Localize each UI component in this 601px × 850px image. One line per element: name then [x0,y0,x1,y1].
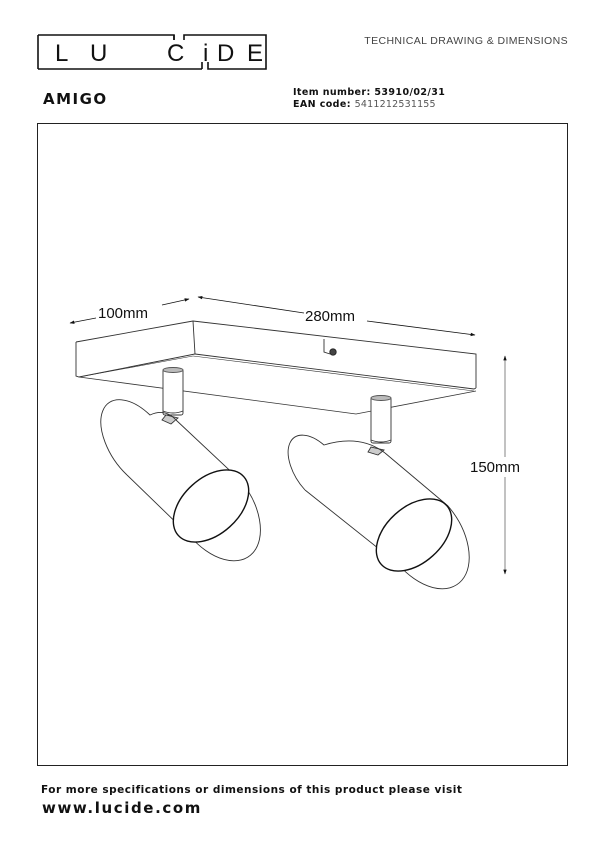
document-type-label: TECHNICAL DRAWING & DIMENSIONS [364,35,568,47]
ean-value: 5411212531155 [354,99,436,110]
dimension-depth-label: 100mm [98,305,148,322]
product-meta: Item number: 53910/02/31 EAN code: 54112… [293,87,445,111]
logo-letter: C [167,40,184,67]
logo-letter: i [203,40,208,67]
dimension-height: 150mm [470,355,520,575]
lucide-logo: L U C i D E [37,34,267,70]
footer-website-link[interactable]: www.lucide.com [42,799,202,817]
item-number-row: Item number: 53910/02/31 [293,87,445,99]
ean-label: EAN code [293,99,347,110]
item-number-value: 53910/02/31 [374,87,446,98]
label-colon: : [366,87,375,98]
logo-letter: E [247,40,263,67]
spotlight-left-icon [100,367,261,562]
logo-letter: U [90,40,107,67]
dimension-depth: 100mm [69,298,190,324]
dimension-width-label: 280mm [305,308,355,325]
drawing-frame [37,123,568,766]
logo-letter: D [217,40,234,67]
dimension-height-label: 150mm [470,459,520,476]
spotlight-right-icon [287,395,470,590]
item-number-label: Item number [293,87,367,98]
ean-row: EAN code: 5411212531155 [293,99,445,111]
product-name: AMIGO [43,90,108,108]
logo-letter: L [55,40,68,67]
label-colon: : [346,99,355,110]
footer-info-text: For more specifications or dimensions of… [41,784,463,796]
ceiling-plate-icon [75,320,477,415]
dimension-width: 280mm [197,295,476,337]
